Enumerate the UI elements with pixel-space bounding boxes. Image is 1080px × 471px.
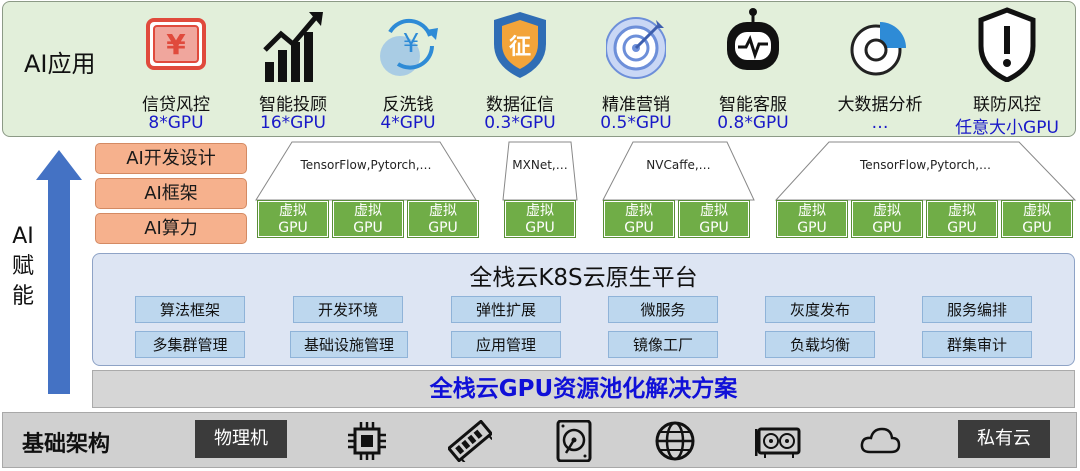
empower-up-arrow [34, 150, 84, 394]
service-infrastructure: 基础设施管理 [290, 331, 408, 358]
cloud-icon [858, 420, 902, 462]
app-name: 联防风控 [973, 95, 1041, 115]
layer-ai-dev-design: AI开发设计 [95, 143, 247, 174]
app-name: 精准营销 [602, 95, 670, 115]
framework-label: TensorFlow,Pytorch,… [859, 158, 992, 172]
layer-ai-framework: AI框架 [95, 178, 247, 209]
framework-label: TensorFlow,Pytorch,… [300, 158, 432, 172]
app-joint-risk-control: 联防风控 任意大小GPU [947, 0, 1067, 138]
app-big-data-analysis: 大数据分析 … [820, 0, 940, 136]
service-elastic-scaling: 弹性扩展 [451, 296, 561, 323]
app-credit-data: 征 数据征信 0.3*GPU [460, 0, 580, 136]
memory-module-icon [446, 419, 494, 464]
app-credit-risk: ¥ 信贷风控 8*GPU [116, 0, 236, 136]
service-algorithm-framework: 算法框架 [135, 296, 245, 323]
service-microservices: 微服务 [608, 296, 718, 323]
gpu-pool-solution: 全栈云GPU资源池化解决方案 [92, 370, 1075, 408]
robot-icon [723, 6, 783, 82]
svg-text:征: 征 [509, 34, 531, 60]
service-cluster-audit: 群集审计 [922, 331, 1032, 358]
app-name: 大数据分析 [837, 95, 923, 115]
app-name: 智能客服 [719, 95, 787, 115]
yuan-refresh-icon: ¥ [378, 6, 438, 82]
framework-label: NVCaffe,… [646, 158, 711, 172]
k8s-platform-panel [92, 253, 1075, 366]
growth-chart-icon [263, 6, 323, 84]
service-dev-environment: 开发环境 [293, 296, 403, 323]
service-app-management: 应用管理 [451, 331, 561, 358]
service-load-balancing: 负载均衡 [765, 331, 875, 358]
app-gpu: 0.8*GPU [717, 113, 789, 133]
app-gpu: 8*GPU [148, 113, 204, 133]
cpu-chip-icon [345, 420, 389, 462]
app-smart-customer-service: 智能客服 0.8*GPU [693, 0, 813, 136]
app-gpu: 任意大小GPU [955, 118, 1059, 138]
target-icon [605, 6, 667, 82]
app-gpu: 0.5*GPU [600, 113, 672, 133]
service-orchestration: 服务编排 [922, 296, 1032, 323]
framework-trapezoids [255, 141, 1077, 201]
framework-label: MXNet,… [512, 158, 568, 172]
pie-chart-icon [850, 6, 910, 82]
app-anti-money-laundering: ¥ 反洗钱 4*GPU [348, 0, 468, 136]
app-name: 数据征信 [486, 95, 554, 115]
alert-shield-icon [977, 6, 1037, 83]
physical-machine: 物理机 [195, 420, 287, 458]
network-globe-icon [653, 420, 697, 462]
layer-ai-compute: AI算力 [95, 213, 247, 244]
svg-text:¥: ¥ [166, 28, 186, 61]
credit-shield-icon: 征 [490, 6, 550, 82]
infrastructure-panel [2, 412, 1077, 468]
app-robo-advisor: 智能投顾 16*GPU [233, 0, 353, 136]
private-cloud: 私有云 [958, 420, 1050, 458]
svg-text:¥: ¥ [403, 29, 420, 59]
app-gpu: … [871, 113, 889, 133]
app-precision-marketing: 精准营销 0.5*GPU [576, 0, 696, 136]
service-image-factory: 镜像工厂 [608, 331, 718, 358]
service-canary-release: 灰度发布 [765, 296, 875, 323]
yuan-wallet-icon: ¥ [146, 6, 206, 82]
app-name: 智能投顾 [259, 95, 327, 115]
infrastructure-title: 基础架构 [22, 432, 111, 457]
service-multi-cluster: 多集群管理 [135, 331, 245, 358]
app-gpu: 16*GPU [260, 113, 326, 133]
k8s-platform-title: 全栈云K8S云原生平台 [469, 265, 698, 291]
hard-disk-icon [552, 419, 596, 463]
ai-application-title: AI应用 [24, 50, 96, 78]
app-gpu: 4*GPU [380, 113, 436, 133]
app-gpu: 0.3*GPU [484, 113, 556, 133]
app-name: 反洗钱 [382, 95, 434, 115]
app-name: 信贷风控 [142, 95, 210, 115]
graphics-card-icon [754, 420, 803, 462]
